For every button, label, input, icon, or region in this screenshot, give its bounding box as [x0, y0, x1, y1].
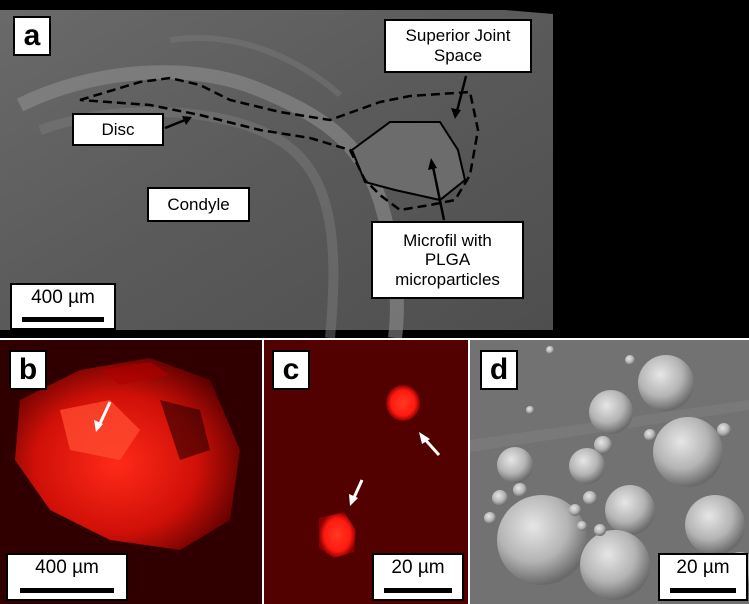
panel-b-scale-bar: 400 µm [6, 553, 128, 601]
label-disc: Disc [72, 113, 164, 146]
panel-a-scale-label: 400 µm [31, 287, 95, 308]
panel-c-scale-line [384, 588, 452, 593]
panel-a-letter: a [13, 16, 51, 56]
panel-c-letter: c [272, 350, 310, 390]
panel-b-scale-line [20, 588, 114, 593]
label-microfil: Microfil with PLGA microparticles [371, 221, 524, 299]
panel-a: a Superior Joint Space Disc Condyle Micr… [0, 0, 553, 338]
panel-d-letter: d [480, 350, 518, 390]
panel-c: c 20 µm [264, 340, 468, 604]
panel-d-scale-label: 20 µm [676, 557, 730, 578]
panel-d-scale-line [670, 588, 736, 593]
panel-b: b 400 µm [0, 340, 262, 604]
blank-area [553, 0, 749, 338]
panel-d-scale-bar: 20 µm [658, 553, 748, 601]
panel-b-scale-label: 400 µm [35, 557, 99, 578]
label-condyle: Condyle [147, 187, 250, 222]
panel-d: d 20 µm [470, 340, 749, 604]
label-superior-joint-space: Superior Joint Space [384, 19, 532, 73]
panel-b-letter: b [9, 350, 47, 390]
panel-a-scale-bar: 400 µm [10, 283, 116, 330]
panel-c-scale-label: 20 µm [391, 557, 445, 578]
panel-c-scale-bar: 20 µm [372, 553, 464, 601]
panel-a-scale-line [22, 317, 104, 322]
